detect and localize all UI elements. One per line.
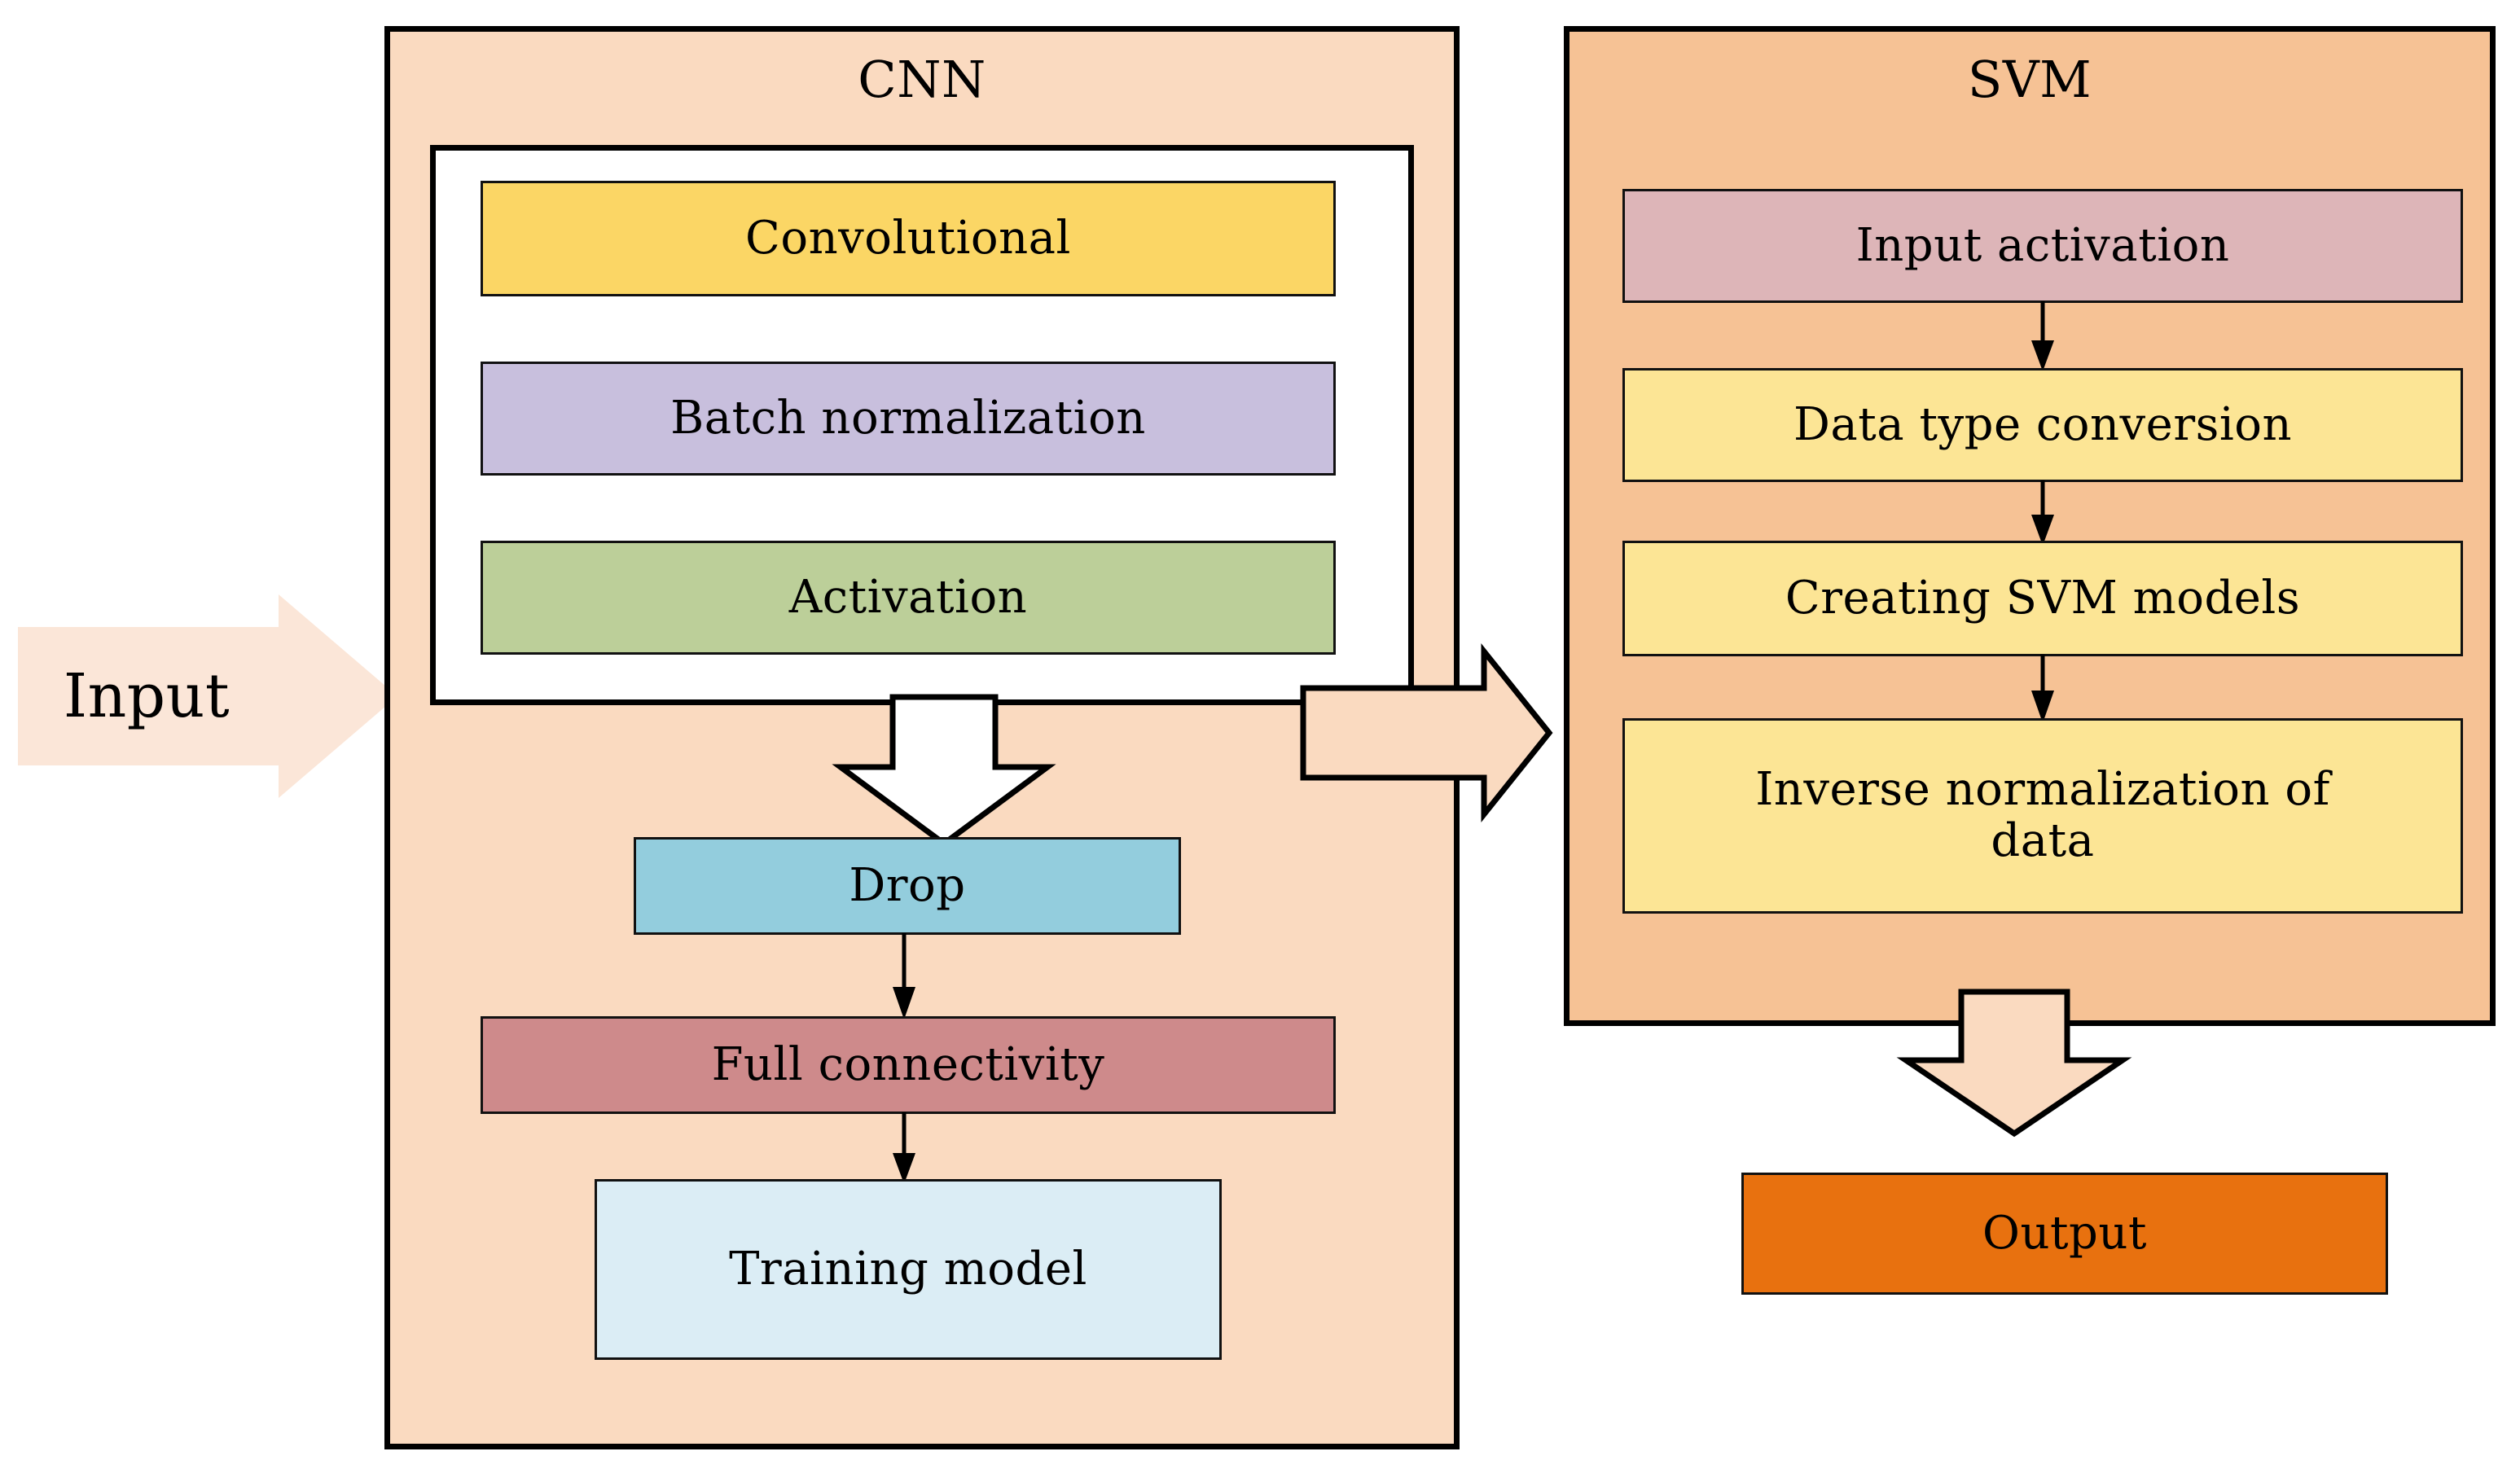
svm-step-input-activation[interactable]: Input activation (1622, 189, 2463, 303)
output-box[interactable]: Output (1741, 1173, 2388, 1295)
svm-step-data-type-conversion[interactable]: Data type conversion (1622, 368, 2463, 482)
cnn-layer-activation[interactable]: Activation (481, 541, 1336, 655)
input-block-arrow (18, 594, 397, 798)
svm-to-output-block-arrow (1896, 989, 2132, 1138)
svm-step-inverse-normalization-of-data-label: Inverse normalization of data (1755, 763, 2330, 867)
cnn-box-training-model-label: Training model (729, 1242, 1087, 1296)
full-connectivity-to-training-arrow (893, 1112, 915, 1184)
svm-step-creating-svm-models-label: Creating SVM models (1785, 571, 2301, 625)
cnn-layer-convolutional-label: Convolutional (745, 211, 1071, 265)
cnn-box-drop-label: Drop (849, 858, 966, 912)
cnn-panel-title: CNN (858, 50, 986, 110)
drop-to-full-connectivity-arrow (893, 933, 915, 1019)
cnn-box-full-connectivity-label: Full connectivity (711, 1037, 1105, 1091)
cnn-group-to-drop-block-arrow (832, 694, 1056, 848)
svm-step-input-activation-label: Input activation (1855, 218, 2230, 272)
cnn-layer-convolutional[interactable]: Convolutional (481, 181, 1336, 296)
cnn-layer-activation-label: Activation (788, 570, 1028, 624)
conversion-to-models-arrow (2031, 480, 2054, 546)
cnn-box-training-model[interactable]: Training model (595, 1179, 1222, 1360)
cnn-box-full-connectivity[interactable]: Full connectivity (481, 1016, 1336, 1114)
cnn-layer-batch-normalization[interactable]: Batch normalization (481, 362, 1336, 476)
cnn-to-svm-block-arrow (1300, 643, 1553, 822)
svm-step-creating-svm-models[interactable]: Creating SVM models (1622, 541, 2463, 656)
svm-step-inverse-normalization-of-data[interactable]: Inverse normalization of data (1622, 718, 2463, 914)
input-label: Input (63, 660, 230, 731)
cnn-layer-batch-normalization-label: Batch normalization (670, 391, 1146, 445)
svm-panel-title: SVM (1967, 50, 2092, 110)
input-activation-to-conversion-arrow (2031, 301, 2054, 371)
models-to-inverse-normalization-arrow (2031, 655, 2054, 723)
output-box-label: Output (1982, 1206, 2147, 1260)
cnn-box-drop[interactable]: Drop (634, 837, 1181, 935)
svm-step-data-type-conversion-label: Data type conversion (1793, 397, 2293, 451)
